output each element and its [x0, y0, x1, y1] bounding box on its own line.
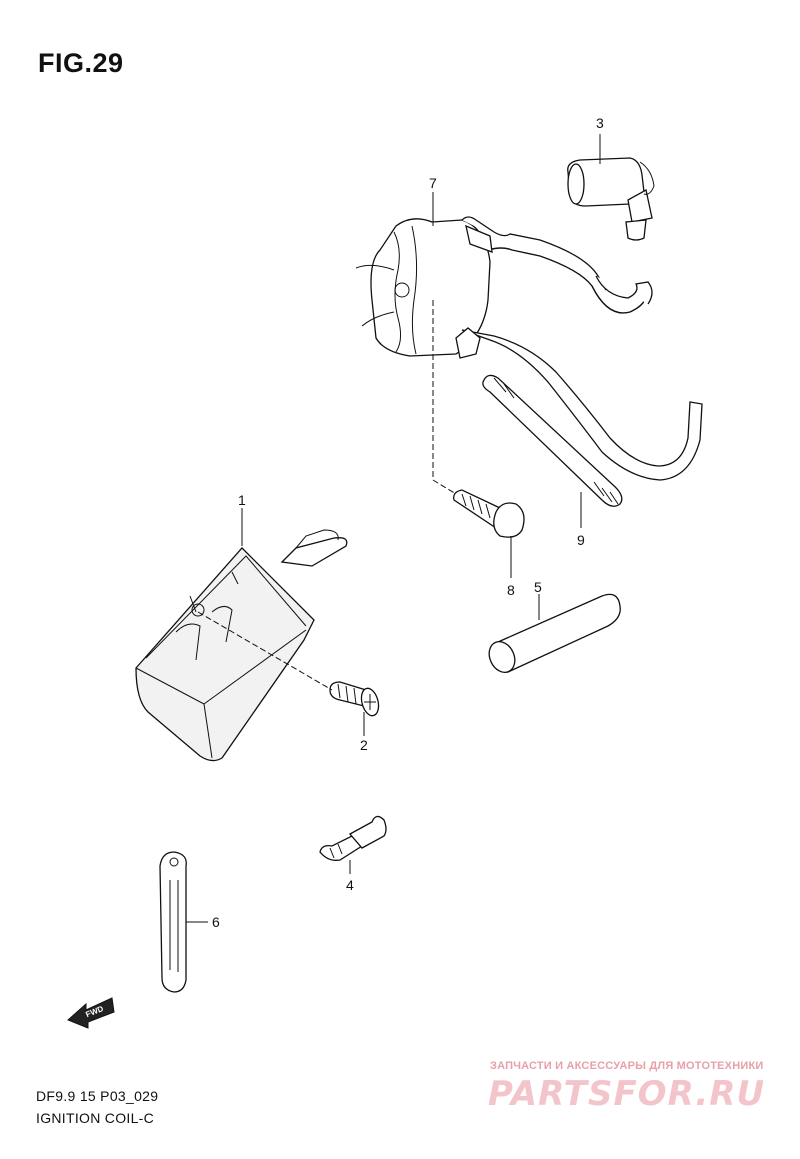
callout-8: 8 — [507, 582, 515, 598]
screw-part[interactable] — [329, 681, 381, 718]
watermark-brand: PARTSFOR.RU — [488, 1074, 766, 1114]
spark-plug-cap-part[interactable] — [567, 157, 655, 241]
callout-7: 7 — [429, 175, 437, 191]
callout-1: 1 — [238, 492, 246, 508]
figure-caption: IGNITION COIL-C — [36, 1110, 155, 1126]
fwd-arrow-icon: FWD — [67, 997, 115, 1029]
callout-6: 6 — [212, 914, 220, 930]
cdi-unit-part[interactable] — [135, 529, 348, 762]
terminal-connector-part[interactable] — [319, 815, 387, 861]
sleeve-tube-part[interactable] — [484, 593, 621, 676]
callout-5: 5 — [534, 579, 542, 595]
model-code: DF9.9 15 P03_029 — [36, 1088, 159, 1104]
watermark-tagline: ЗАПЧАСТИ И АКСЕССУАРЫ ДЛЯ МОТОТЕХНИКИ — [490, 1060, 764, 1072]
callout-4: 4 — [346, 877, 354, 893]
bolt-part[interactable] — [453, 489, 525, 538]
callout-9: 9 — [577, 532, 585, 548]
leader-lines — [186, 134, 601, 923]
callout-2: 2 — [360, 737, 368, 753]
figure-title: FIG.29 — [38, 48, 124, 78]
protector-tube-part[interactable] — [482, 374, 623, 507]
callout-3: 3 — [596, 115, 604, 131]
ignition-coil-part[interactable] — [355, 216, 703, 481]
band-clamp-part[interactable] — [159, 851, 187, 993]
